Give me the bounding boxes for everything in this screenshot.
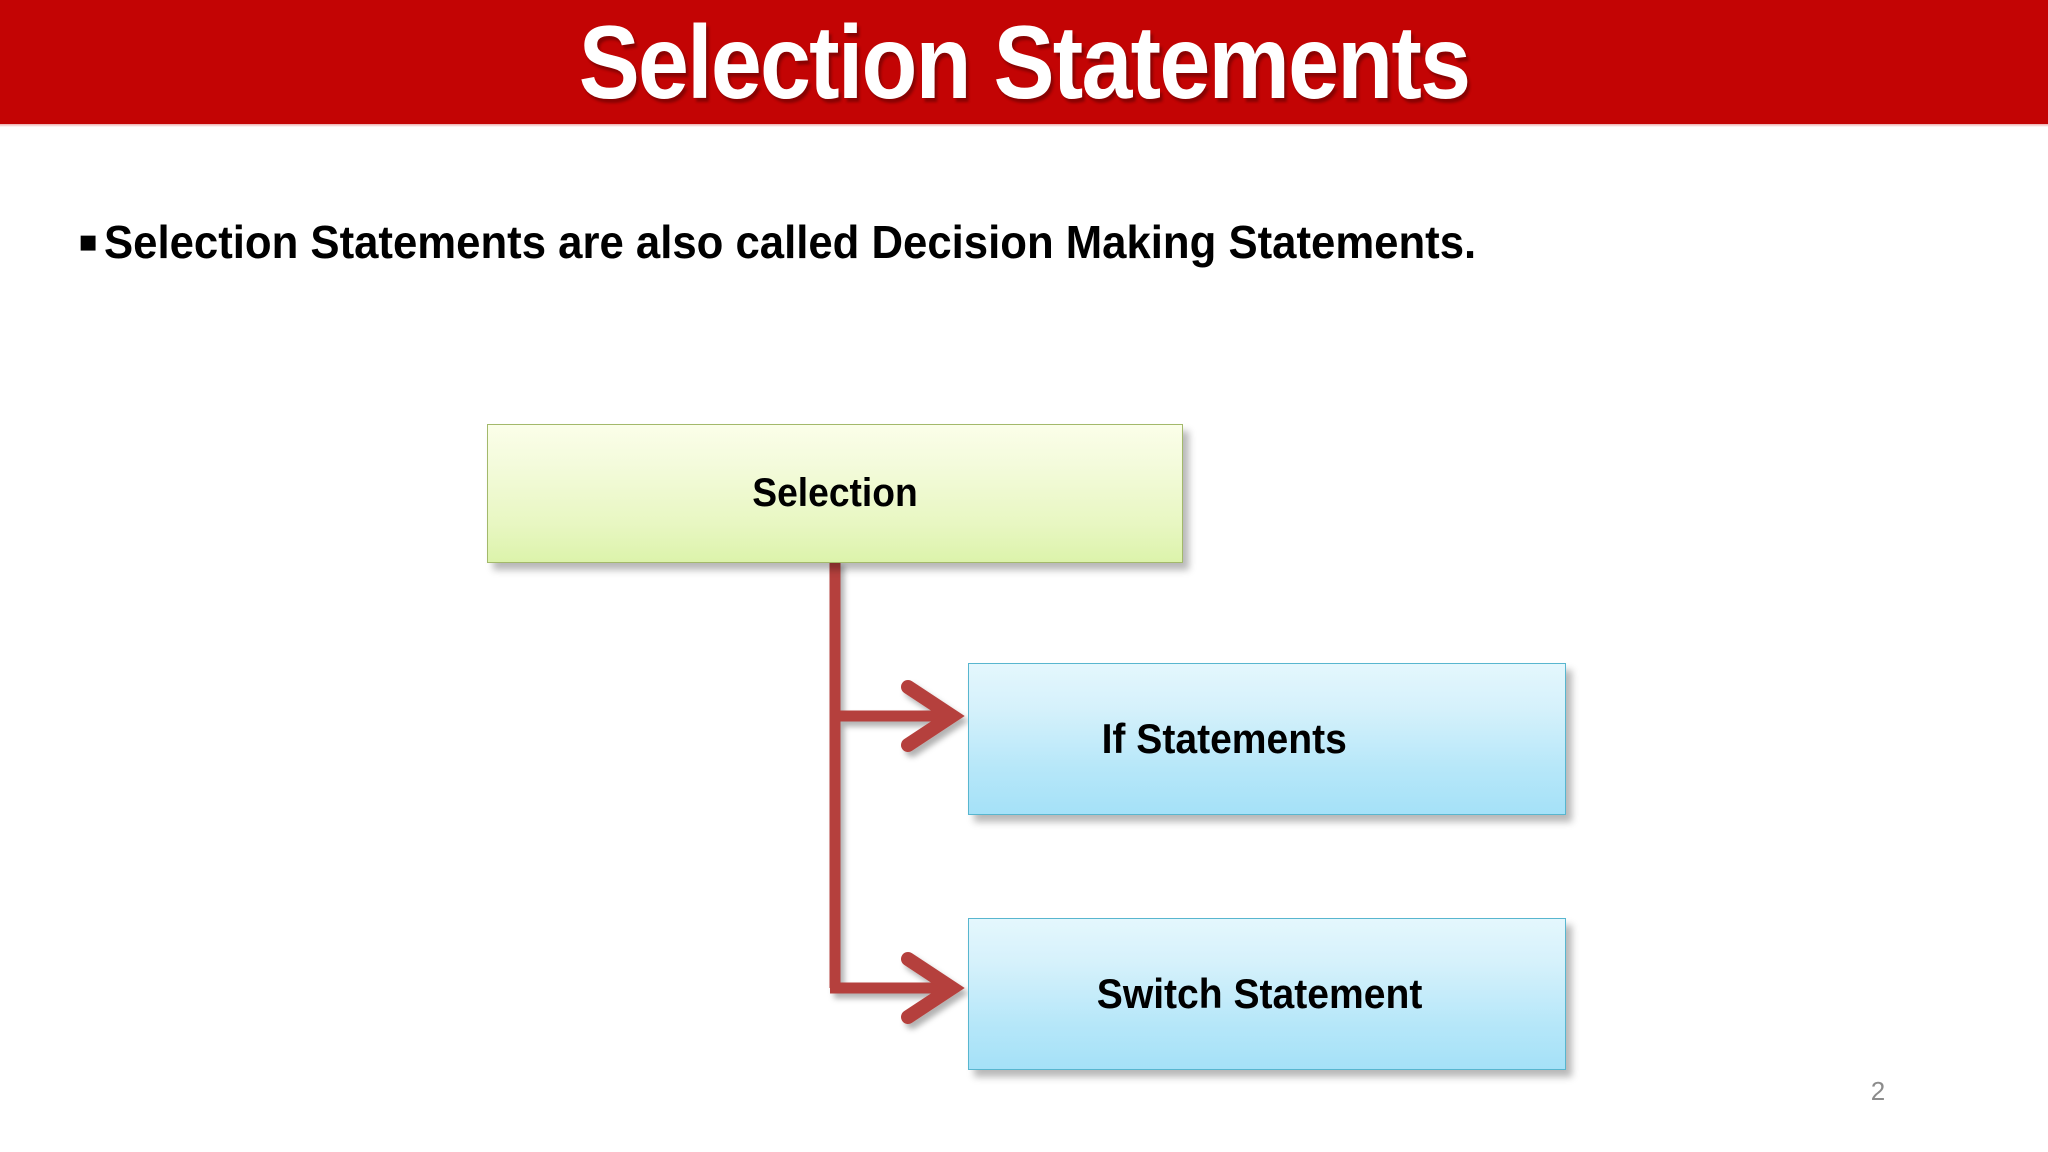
arrowhead-if-icon: [901, 680, 965, 752]
bullet-list-item: ▪ Selection Statements are also called D…: [78, 205, 1938, 279]
diagram-node-if-statements: If Statements: [968, 663, 1566, 815]
square-bullet-icon: ▪: [78, 224, 99, 259]
page-number: 2: [1870, 1076, 1886, 1106]
diagram-node-switch-statement: Switch Statement: [968, 918, 1566, 1070]
diagram-node-if-statements-label: If Statements: [1101, 715, 1347, 762]
diagram-node-switch-statement-label: Switch Statement: [1096, 970, 1423, 1017]
arrowhead-switch-icon: [901, 952, 965, 1024]
diagram-node-selection: Selection: [487, 424, 1183, 563]
title-band-edge: [0, 124, 2048, 127]
bullet-text: Selection Statements are also called Dec…: [104, 216, 1477, 268]
page-title: Selection Statements: [578, 5, 1471, 121]
diagram-node-selection-label: Selection: [752, 471, 918, 515]
title-band: [0, 0, 2048, 124]
